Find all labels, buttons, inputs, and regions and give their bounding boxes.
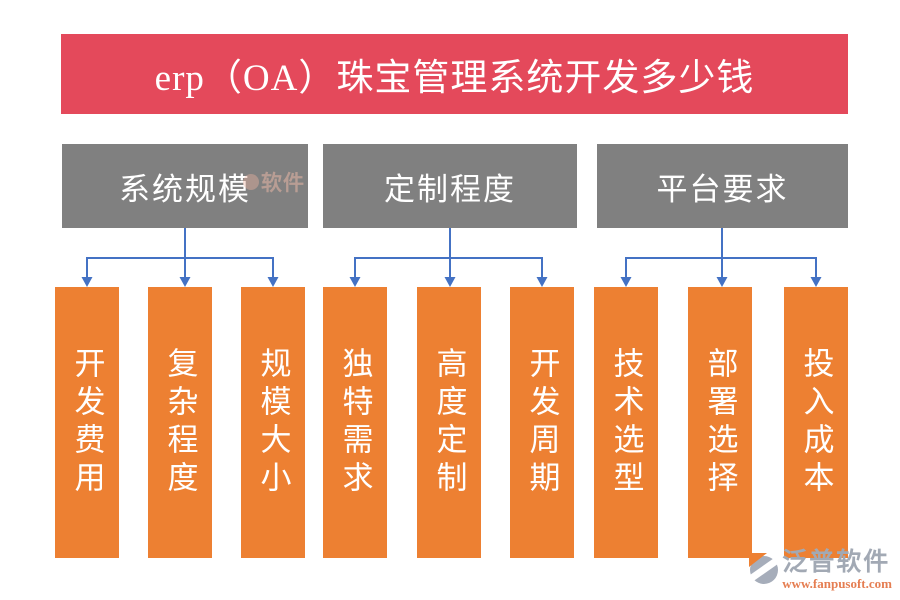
leaf-box-tech-selection: 技术选型	[594, 287, 658, 558]
leaf-box-invest-cost: 投入成本	[784, 287, 848, 558]
category-label: 平台要求	[656, 171, 789, 207]
brand-watermark: 泛普软件 www.fanpusoft.com	[748, 550, 892, 590]
leaf-box-dev-cost: 开发费用	[55, 287, 119, 558]
category-box-platform: 平台要求	[597, 144, 848, 228]
category-box-customization: 定制程度	[323, 144, 577, 228]
leaf-box-unique-needs: 独特需求	[323, 287, 387, 558]
leaf-box-deploy-choice: 部署选择	[688, 287, 752, 558]
brand-url: www.fanpusoft.com	[782, 576, 892, 591]
leaf-box-scale-size: 规模大小	[241, 287, 305, 558]
leaf-box-dev-cycle: 开发周期	[510, 287, 574, 558]
leaf-box-high-custom: 高度定制	[417, 287, 481, 558]
arrowheads	[81, 277, 822, 287]
leaf-box-complexity: 复杂程度	[148, 287, 212, 558]
category-label: 定制程度	[384, 171, 516, 207]
title-banner: erp（OA）珠宝管理系统开发多少钱	[61, 34, 848, 114]
brand-name: 泛普软件	[782, 548, 891, 576]
category-label: 系统规模	[119, 171, 251, 207]
fanpu-logo-icon	[748, 553, 781, 586]
category-box-system-scale: 系统规模	[62, 144, 308, 228]
page-title: erp（OA）珠宝管理系统开发多少钱	[154, 58, 755, 99]
